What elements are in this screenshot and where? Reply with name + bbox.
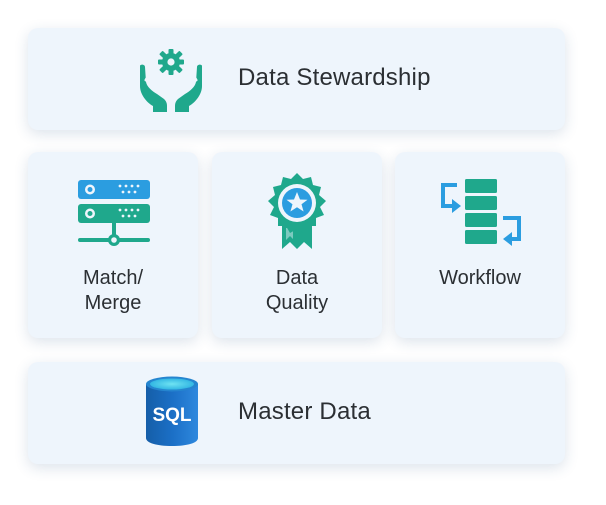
match-label-line1: Match/: [82, 267, 144, 289]
match-merge-card: Match/ Merge: [28, 152, 198, 338]
workflow-card: Workflow: [395, 152, 565, 338]
quality-label-line1: Data: [275, 267, 319, 289]
data-stewardship-label: Data Stewardship: [238, 64, 431, 91]
hands-gear-icon: [140, 49, 202, 112]
server-stack-icon: [78, 180, 150, 246]
master-data-card: SQL Master Data: [28, 362, 565, 464]
data-stewardship-card: Data Stewardship: [28, 28, 565, 130]
match-label-line2: Merge: [84, 292, 142, 314]
master-data-label: Master Data: [238, 398, 371, 425]
match-merge-label: Match/ Merge: [28, 266, 198, 316]
data-quality-label: Data Quality: [212, 266, 382, 316]
quality-label-line2: Quality: [265, 292, 329, 314]
award-badge-icon: [268, 173, 326, 249]
sql-icon-text: SQL: [152, 405, 191, 426]
workflow-icon: [441, 179, 521, 246]
workflow-label: Workflow: [395, 266, 565, 291]
workflow-label-line1: Workflow: [439, 267, 521, 289]
sql-database-icon: SQL: [146, 376, 198, 446]
data-quality-card: Data Quality: [212, 152, 382, 338]
